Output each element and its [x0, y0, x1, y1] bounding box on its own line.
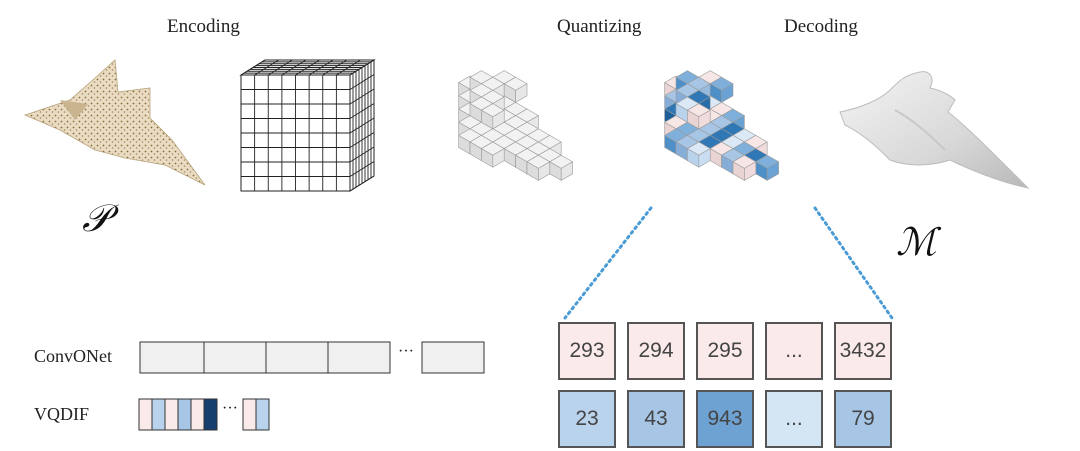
- code-cell-top-3: ...: [765, 322, 823, 380]
- point-cloud-symbol: 𝒫: [82, 196, 110, 240]
- voxel-grid-cube: [239, 59, 376, 192]
- vqdif-ellipsis: ···: [222, 400, 238, 417]
- encoding-label: Encoding: [167, 16, 240, 37]
- code-cell-bottom-1: 43: [627, 390, 685, 448]
- convonet-feature-row: [139, 341, 485, 374]
- code-cell-bottom-0: 23: [558, 390, 616, 448]
- mesh-airplane: [839, 71, 1030, 189]
- code-cell-top-2: 295: [696, 322, 754, 380]
- code-cell-bottom-4: 79: [834, 390, 892, 448]
- voxel-airplane-quantized: [664, 70, 780, 181]
- point-cloud-airplane: [23, 59, 206, 186]
- mesh-symbol: ℳ: [896, 220, 937, 264]
- vqdif-label: VQDIF: [34, 404, 90, 424]
- code-cell-bottom-2: 943: [696, 390, 754, 448]
- code-cell-bottom-3: ...: [765, 390, 823, 448]
- decoding-label: Decoding: [784, 16, 858, 37]
- code-cell-top-0: 293: [558, 322, 616, 380]
- convonet-ellipsis: ···: [398, 343, 414, 360]
- code-cell-top-4: 3432: [834, 322, 892, 380]
- vqdif-index-row: [138, 398, 270, 431]
- connector-line-right: [813, 206, 894, 320]
- voxel-airplane-gray: [458, 70, 574, 181]
- convonet-label: ConvONet: [34, 346, 112, 366]
- connector-line-left: [563, 206, 653, 320]
- quantizing-label: Quantizing: [557, 16, 642, 37]
- code-cell-top-1: 294: [627, 322, 685, 380]
